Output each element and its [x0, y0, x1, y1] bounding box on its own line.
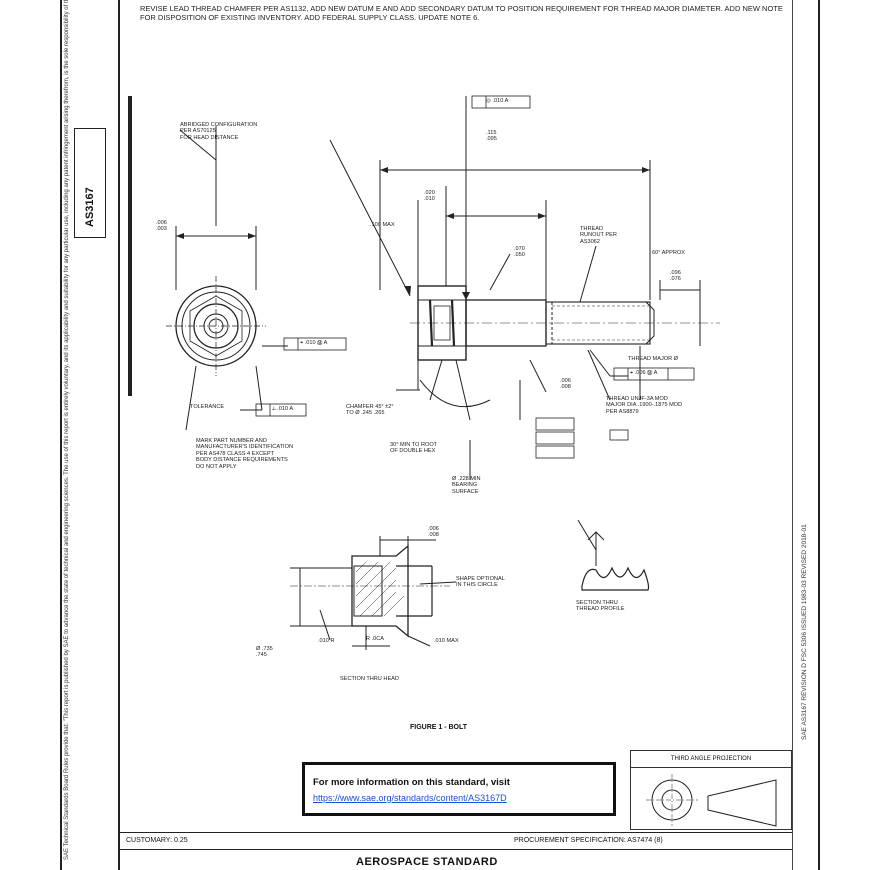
dim-label: Ø .735 .745 [256, 646, 273, 659]
left-margin: SAE Technical Standards Board Rules prov… [60, 0, 120, 870]
projection-symbol [646, 774, 777, 827]
fcf-label: ⌖ .006 Ⓜ A [630, 370, 658, 376]
dim-label: .020 .010 [424, 190, 435, 203]
title-block-row: CUSTOMARY: 0.25 PROCUREMENT SPECIFICATIO… [120, 832, 792, 850]
standard-link[interactable]: https://www.sae.org/standards/content/AS… [313, 793, 507, 803]
fcf-label: ◎ .010 A [486, 98, 509, 104]
projection-label: THIRD ANGLE PROJECTION [631, 751, 791, 768]
root-note: 30° MIN TO ROOT OF DOUBLE HEX [390, 442, 438, 455]
customary-cell: CUSTOMARY: 0.25 [126, 837, 188, 844]
dim-label: .096 .076 [670, 270, 681, 283]
bolt-side-view [329, 96, 720, 480]
info-box-title: For more information on this standard, v… [313, 777, 510, 788]
procurement-cell: PROCUREMENT SPECIFICATION: AS7474 (8) [514, 837, 663, 844]
section-thru-thread-view [577, 519, 650, 591]
dim-label: TOLERANCE [190, 404, 225, 410]
approx-angle-note: 60° APPROX [652, 250, 686, 256]
thread-spec-note: THREAD UNJF-3A MOD MAJOR DIA .1900-.1875… [606, 396, 683, 415]
dim-label: .006 .008 [560, 378, 571, 391]
projection-box: THIRD ANGLE PROJECTION [630, 750, 792, 830]
right-margin: SAE AS3167 REVISION D FSC 5306 ISSUED 19… [792, 0, 820, 870]
dim-label: .006 .008 [428, 526, 439, 539]
standard-number-box: AS3167 [74, 128, 106, 238]
dim-label: .006 .003 [156, 220, 167, 233]
document-type-title: AEROSPACE STANDARD [356, 856, 498, 868]
dim-label: .115 .095 [486, 130, 497, 143]
chamfer-note: CHAMFER 45° ±2° TO Ø .245 .265 [346, 404, 394, 417]
marking-note: MARK PART NUMBER AND MANUFACTURER'S IDEN… [196, 438, 293, 470]
figure-caption: FIGURE 1 - BOLT [410, 724, 468, 731]
dim-conf-note: ABRIDGED CONFIGURATION PER AS70125 FOR H… [180, 122, 258, 141]
dim-label: .100 MAX [370, 222, 395, 228]
revision-bar [128, 96, 132, 396]
revision-note: REVISE LEAD THREAD CHAMFER PER AS1132, A… [140, 4, 783, 22]
head-end-view [166, 126, 288, 431]
section-thru-head-view [290, 536, 457, 650]
bearing-surface-note: Ø .228 MIN BEARING SURFACE [452, 476, 481, 495]
thread-major-note: THREAD MAJOR Ø [628, 356, 679, 362]
fcf-label: ⟂ .010 A [272, 406, 294, 412]
dim-label: .010 R [318, 638, 335, 644]
arrowheads [176, 167, 650, 300]
section-thread-caption: SECTION THRU THREAD PROFILE [576, 600, 625, 613]
dim-label: .070 .050 [514, 246, 525, 259]
section-head-caption: SECTION THRU HEAD [340, 676, 399, 682]
info-box: For more information on this standard, v… [302, 762, 616, 816]
dim-label: R .0CA [366, 636, 385, 642]
dim-label: .010 MAX [434, 638, 459, 644]
shape-optional-note: SHAPE OPTIONAL IN THIS CIRCLE [456, 576, 505, 589]
thread-runout-note: THREAD RUNOUT PER AS3062 [580, 226, 617, 245]
title-block: AEROSPACE STANDARD [120, 850, 792, 870]
fcf-label: ⌖ .010 Ⓜ A [300, 340, 328, 346]
drawing-frame [60, 0, 820, 870]
feature-control-frames [255, 95, 695, 459]
